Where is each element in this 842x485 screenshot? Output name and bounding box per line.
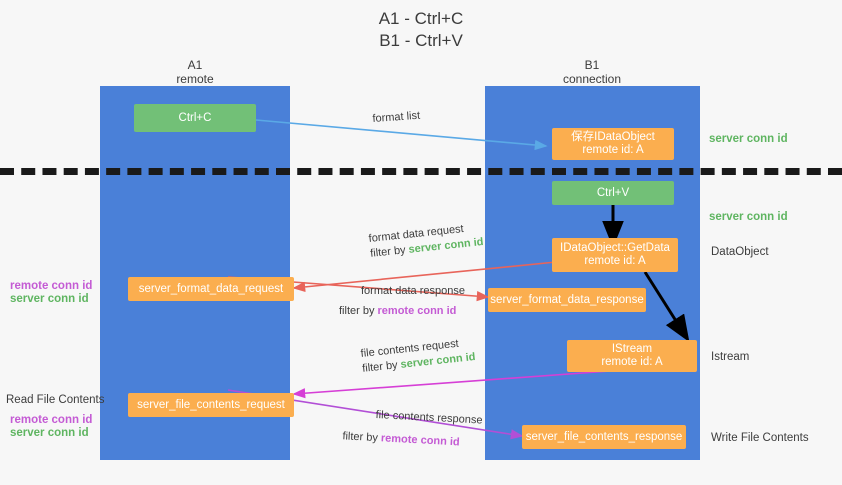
node-server-file-contents-response-label: server_file_contents_response — [525, 430, 683, 443]
column-a1-name: A1 — [187, 58, 203, 72]
node-idataobject-getdata-label-2: remote id: A — [584, 255, 646, 267]
edge-label-file-contents-response: file contents response filter by remote … — [342, 408, 483, 452]
node-ctrl-c-label: Ctrl+C — [178, 111, 212, 124]
annotation-left-server-conn-id-1: server conn id — [10, 293, 89, 305]
edge-label-format-data-response-text: format data response — [361, 285, 465, 297]
node-save-idataobject-label-1: 保存IDataObject — [571, 131, 655, 143]
node-ctrl-v[interactable]: Ctrl+V — [552, 181, 674, 205]
column-header-b1: B1 connection — [522, 58, 662, 86]
node-ctrl-c[interactable]: Ctrl+C — [134, 104, 256, 132]
edge-label-format-data-response: format data response filter by remote co… — [339, 284, 465, 319]
edge-label-format-data-response-filter-key: remote conn id — [377, 305, 457, 317]
arrow-file-contents-request — [292, 369, 625, 399]
edge-label-file-contents-response-filter-prefix: filter by — [342, 430, 382, 445]
title-line-2: B1 - Ctrl+V — [379, 31, 463, 50]
node-save-idataobject[interactable]: 保存IDataObject remote id: A — [552, 128, 674, 160]
node-server-format-data-request[interactable]: server_format_data_request — [128, 277, 294, 301]
node-ctrl-v-label: Ctrl+V — [596, 186, 630, 199]
edge-label-file-contents-request-filter-prefix: filter by — [361, 358, 402, 375]
page-title: A1 - Ctrl+C B1 - Ctrl+V — [0, 8, 842, 52]
node-server-format-data-response-label: server_format_data_response — [490, 293, 644, 306]
node-server-file-contents-request-label: server_file_contents_request — [137, 398, 285, 411]
column-b1-sub: connection — [562, 72, 622, 86]
arrow-getdata-to-istream — [643, 271, 690, 343]
annotation-left-read-file-contents: Read File Contents — [6, 394, 105, 406]
node-server-file-contents-request[interactable]: server_file_contents_request — [128, 393, 294, 417]
node-server-format-data-response[interactable]: server_format_data_response — [488, 288, 646, 312]
node-idataobject-getdata[interactable]: IDataObject::GetData remote id: A — [552, 238, 678, 272]
node-server-file-contents-response[interactable]: server_file_contents_response — [522, 425, 686, 449]
node-save-idataobject-label-2: remote id: A — [582, 144, 644, 156]
annotation-right-server-conn-id-mid: server conn id — [709, 211, 788, 223]
edge-label-format-list-text: format list — [372, 109, 421, 125]
arrow-format-list — [255, 119, 548, 151]
node-idataobject-getdata-label-1: IDataObject::GetData — [560, 242, 670, 254]
annotation-right-server-conn-id-top: server conn id — [709, 133, 788, 145]
column-header-a1: A1 remote — [125, 58, 265, 86]
node-istream[interactable]: IStream remote id: A — [567, 340, 697, 372]
edge-label-format-data-request-filter-prefix: filter by — [369, 243, 410, 260]
edge-label-format-data-response-filter-prefix: filter by — [339, 305, 378, 317]
node-server-format-data-request-label: server_format_data_request — [138, 282, 284, 295]
annotation-left-server-conn-id-2: server conn id — [10, 427, 89, 439]
annotation-right-istream: Istream — [711, 351, 750, 363]
arrow-format-data-request — [292, 261, 557, 292]
column-b1-name: B1 — [584, 58, 600, 72]
node-istream-label-2: remote id: A — [601, 356, 663, 368]
annotation-left-remote-conn-id-2: remote conn id — [10, 414, 93, 426]
column-a1-sub: remote — [176, 72, 214, 86]
annotation-left-remote-conn-id-1: remote conn id — [10, 280, 93, 292]
dashed-divider — [0, 168, 842, 175]
annotation-right-write-file-contents: Write File Contents — [711, 432, 809, 444]
edge-label-file-contents-response-filter-key: remote conn id — [380, 432, 460, 449]
annotation-right-dataobject: DataObject — [711, 246, 769, 258]
node-istream-label-1: IStream — [611, 343, 653, 355]
title-line-1: A1 - Ctrl+C — [378, 9, 464, 28]
